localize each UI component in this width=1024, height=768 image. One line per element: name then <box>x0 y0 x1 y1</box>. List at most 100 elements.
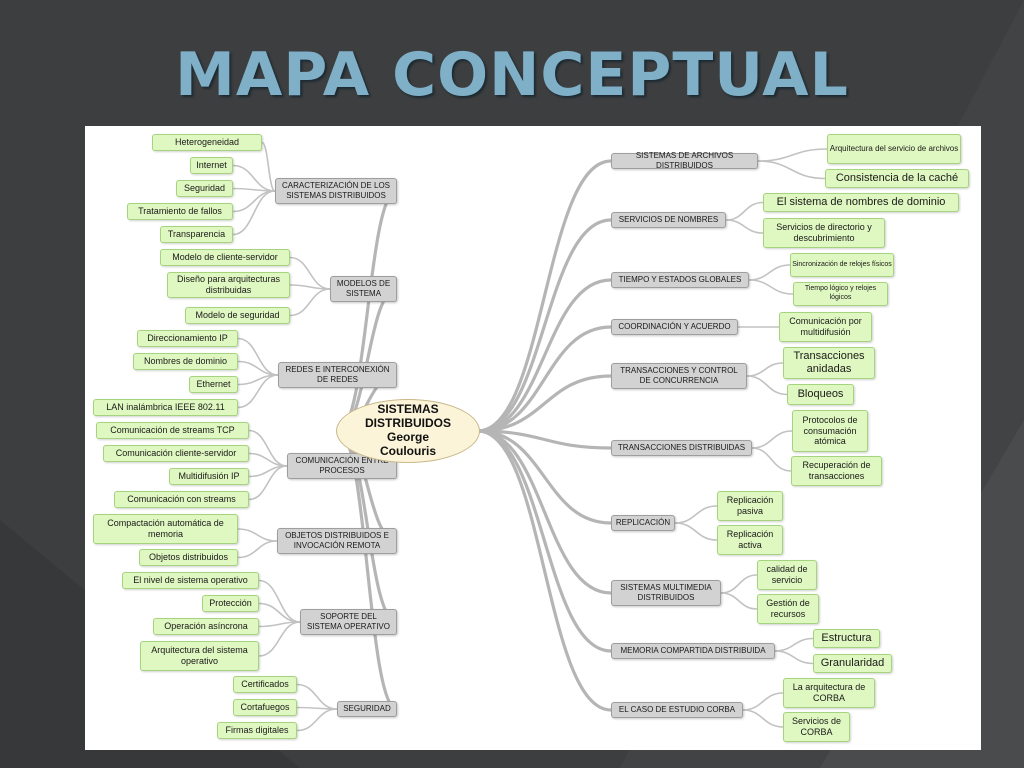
branch-node: MEMORIA COMPARTIDA DISTRIBUIDA <box>611 643 775 659</box>
leaf-node: Heterogeneidad <box>152 134 262 151</box>
branch-node: MODELOS DE SISTEMA <box>330 276 397 302</box>
connector-line <box>237 528 278 542</box>
central-topic-line: DISTRIBUIDOS <box>364 416 451 431</box>
branch-node: OBJETOS DISTRIBUIDOS E INVOCACIÓN REMOTA <box>277 528 397 554</box>
leaf-node: Multidifusión IP <box>169 468 249 485</box>
branch-node: COORDINACIÓN Y ACUERDO <box>611 319 738 335</box>
connector-line <box>725 219 764 234</box>
connector-line <box>674 522 718 541</box>
leaf-node: Modelo de seguridad <box>185 307 290 324</box>
connector-line <box>289 256 331 290</box>
connector-line <box>296 683 338 710</box>
connector-line <box>742 692 784 711</box>
connector-line <box>289 284 331 290</box>
leaf-node: Firmas digitales <box>217 722 297 739</box>
connector-line <box>232 190 276 236</box>
connector-line <box>477 374 612 433</box>
connector-line <box>477 429 612 595</box>
leaf-node: Replicación pasiva <box>717 491 783 521</box>
leaf-node: Seguridad <box>176 180 233 197</box>
leaf-node: Comunicación por multidifusión <box>779 312 872 342</box>
leaf-node: Operación asíncrona <box>153 618 259 635</box>
central-topic-line: George <box>386 430 429 444</box>
connector-line <box>748 279 794 295</box>
connector-line <box>748 264 791 281</box>
branch-node: CARACTERIZACIÓN DE LOS SISTEMAS DISTRIBU… <box>275 178 397 204</box>
leaf-node: Protección <box>202 595 259 612</box>
connector-line <box>477 429 612 525</box>
connector-line <box>261 141 276 192</box>
connector-line <box>232 190 276 213</box>
connector-line <box>337 189 398 433</box>
leaf-node: La arquitectura de CORBA <box>783 678 875 708</box>
mind-map-board: CARACTERIZACIÓN DE LOS SISTEMAS DISTRIBU… <box>85 126 981 750</box>
connector-line <box>477 429 612 653</box>
leaf-node: Certificados <box>233 676 297 693</box>
branch-node: TRANSACCIONES DISTRIBUIDAS <box>611 440 752 456</box>
leaf-node: Servicios de directorio y descubrimiento <box>763 218 885 248</box>
connector-line <box>258 579 301 623</box>
leaf-node: Modelo de cliente-servidor <box>160 249 290 266</box>
leaf-node: Tiempo lógico y relojes lógicos <box>793 282 888 306</box>
leaf-node: El nivel de sistema operativo <box>122 572 259 589</box>
connector-line <box>477 325 612 433</box>
leaf-node: Recuperación de transacciones <box>791 456 882 486</box>
connector-line <box>757 148 828 162</box>
leaf-node: Comunicación de streams TCP <box>96 422 249 439</box>
connector-line <box>746 362 784 377</box>
leaf-node: Compactación automática de memoria <box>93 514 238 544</box>
branch-node: SEGURIDAD <box>337 701 397 717</box>
branch-node: REPLICACIÓN <box>611 515 675 531</box>
connector-line <box>674 505 718 524</box>
leaf-node: Bloqueos <box>787 384 854 405</box>
branch-node: SERVICIOS DE NOMBRES <box>611 212 726 228</box>
branch-node: SISTEMAS MULTIMEDIA DISTRIBUIDOS <box>611 580 721 606</box>
branch-node: TIEMPO Y ESTADOS GLOBALES <box>611 272 749 288</box>
connector-line <box>289 288 331 317</box>
leaf-node: Comunicación cliente-servidor <box>103 445 249 462</box>
branch-node: COMUNICACIÓN ENTRE PROCESOS <box>287 453 397 479</box>
connector-line <box>477 218 612 433</box>
connector-line <box>237 337 279 376</box>
leaf-node: Estructura <box>813 629 880 648</box>
leaf-node: Ethernet <box>189 376 238 393</box>
leaf-node: Direccionamiento IP <box>137 330 238 347</box>
branch-node: SOPORTE DEL SISTEMA OPERATIVO <box>300 609 397 635</box>
connector-line <box>746 375 788 396</box>
central-topic-line: SISTEMAS <box>377 402 439 417</box>
connector-line <box>742 709 784 728</box>
branch-node: SISTEMAS DE ARCHIVOS DISTRIBUIDOS <box>611 151 758 170</box>
leaf-node: Nombres de dominio <box>133 353 238 370</box>
connector-line <box>248 465 288 501</box>
leaf-node: Servicios de CORBA <box>783 712 850 742</box>
leaf-node: Tratamiento de fallos <box>127 203 233 220</box>
connector-line <box>720 592 758 610</box>
leaf-node: Cortafuegos <box>233 699 297 716</box>
leaf-node: Arquitectura del servicio de archivos <box>827 134 961 164</box>
leaf-node: calidad de servicio <box>757 560 817 590</box>
connector-line <box>477 429 612 450</box>
connector-line <box>751 447 792 472</box>
leaf-node: Diseño para arquitecturas distribuidas <box>167 272 290 298</box>
branch-node: EL CASO DE ESTUDIO CORBA <box>611 702 743 718</box>
slide-title: MAPA CONCEPTUAL <box>175 40 849 110</box>
leaf-node: Objetos distribuidos <box>139 549 238 566</box>
connector-line <box>258 602 301 623</box>
connector-line <box>720 574 758 594</box>
leaf-node: Sincronización de relojes físicos <box>790 253 894 277</box>
connector-line <box>477 159 612 433</box>
connector-line <box>757 160 826 180</box>
connector-line <box>725 201 764 221</box>
connector-line <box>258 621 301 657</box>
connector-line <box>477 278 612 433</box>
leaf-node: Protocolos de consumación atómica <box>792 410 868 452</box>
leaf-node: Internet <box>190 157 233 174</box>
leaf-node: Transparencia <box>160 226 233 243</box>
connector-line <box>774 650 814 665</box>
connector-line <box>296 708 338 732</box>
connector-line <box>477 429 612 712</box>
leaf-node: Arquitectura del sistema operativo <box>140 641 259 671</box>
central-topic-line: Coulouris <box>380 443 436 458</box>
connector-line <box>237 374 279 409</box>
central-topic: SISTEMAS DISTRIBUIDOS George Coulouris <box>336 399 480 463</box>
